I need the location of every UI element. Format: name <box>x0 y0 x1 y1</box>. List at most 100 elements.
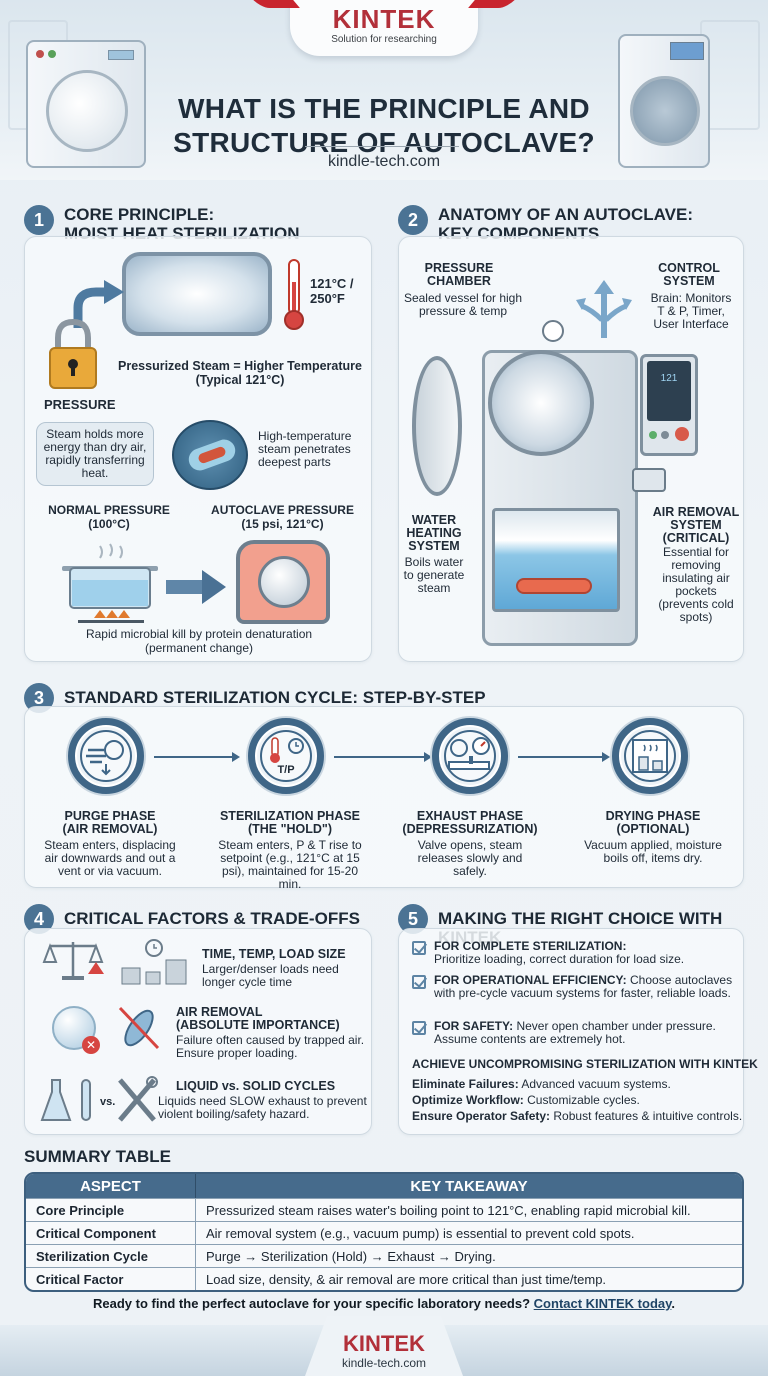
component-desc: Essential for removing insulating air po… <box>658 545 734 624</box>
section-title-line1: ANATOMY OF AN AUTOCLAVE: <box>438 205 693 224</box>
footer-logo-tab <box>305 1316 463 1376</box>
normal-pressure-value: (100°C) <box>88 517 130 531</box>
footer-site-url[interactable]: kindle-tech.com <box>341 1356 427 1370</box>
component-desc: Brain: Monitors T & P, Timer, User Inter… <box>650 291 732 331</box>
steam-vent-arrows-icon <box>576 280 632 338</box>
steam-energy-text: Steam holds more energy than dry air, ra… <box>43 427 147 480</box>
step-title: EXHAUST PHASE(DEPRESSURIZATION) <box>402 809 538 836</box>
step-desc: Vacuum applied, moisture boils off, item… <box>584 838 722 865</box>
tools-icon <box>118 1076 158 1122</box>
checkbox-icon <box>412 975 426 989</box>
site-url[interactable]: kindle-tech.com <box>327 153 441 170</box>
section-title: STANDARD STERILIZATION CYCLE: STEP-BY-ST… <box>64 688 486 707</box>
component-desc: Boils water to generate steam <box>403 555 465 595</box>
factor-title: TIME, TEMP, LOAD SIZE <box>202 947 346 961</box>
padlock-icon <box>49 318 97 389</box>
penetration-text: High-temperature steam penetrates deepes… <box>258 429 352 469</box>
contact-link[interactable]: Contact KINTEK today <box>533 1296 672 1311</box>
crossed-bacteria-icon <box>118 1006 160 1050</box>
flask-tube-icon <box>40 1079 91 1121</box>
takeaway-cell: Purge → Sterilization (Hold) → Exhaust →… <box>196 1244 742 1267</box>
brand-logo[interactable]: KINTEK <box>332 4 436 34</box>
balance-scale-icon <box>42 942 104 980</box>
steam-purge-icon <box>80 730 132 782</box>
checkbox-icon <box>412 941 426 955</box>
column-header: KEY TAKEAWAY <box>196 1174 742 1198</box>
takeaway-cell: Air removal system (e.g., vacuum pump) i… <box>196 1221 742 1244</box>
step-title: PURGE PHASE(AIR REMOVAL) <box>62 809 158 836</box>
section-number-badge: 2 <box>398 205 428 235</box>
table-row: Critical Component Air removal system (e… <box>26 1221 742 1244</box>
cycle-arrow <box>334 752 432 762</box>
logo-tab: KINTEK Solution for researching <box>290 0 478 56</box>
step-desc: Steam enters, P & T rise to setpoint (e.… <box>218 838 362 891</box>
aspect-cell: Critical Factor <box>26 1267 196 1290</box>
aspect-cell: Core Principle <box>26 1198 196 1221</box>
thermometer-icon <box>284 259 304 330</box>
header: KINTEK Solution for researching WHAT IS … <box>0 0 768 180</box>
vs-label: vs. <box>100 1096 116 1108</box>
benefit-item: Ensure Operator Safety: Robust features … <box>412 1109 743 1123</box>
component-desc: Sealed vessel for high pressure & temp <box>403 291 523 318</box>
factor-desc: Larger/denser loads need longer cycle ti… <box>202 962 339 989</box>
step-title: STERILIZATION PHASE(THE "HOLD") <box>219 809 361 836</box>
cycle-step-icon <box>432 718 508 794</box>
summary-title: SUMMARY TABLE <box>24 1147 172 1166</box>
factor-title: AIR REMOVAL(ABSOLUTE IMPORTANCE) <box>176 1005 340 1032</box>
steam-chamber <box>488 350 594 456</box>
benefit-item: Optimize Workflow: Customizable cycles. <box>412 1093 640 1107</box>
microbial-kill-line2: (permanent change) <box>144 641 254 655</box>
cycle-step-icon <box>68 718 144 794</box>
column-header: ASPECT <box>26 1174 196 1198</box>
section-5-panel <box>398 928 744 1135</box>
air-removal-pump <box>632 468 666 492</box>
factor-desc: Liquids need SLOW exhaust to prevent vio… <box>158 1094 367 1121</box>
boiling-pot-icon <box>62 543 158 623</box>
valve-gauge-icon <box>444 730 496 782</box>
temperature-label: 121°C / 250°F <box>310 276 354 306</box>
aspect-cell: Critical Component <box>26 1221 196 1244</box>
step-desc: Valve opens, steam releases slowly and s… <box>417 838 523 878</box>
checklist-item: FOR SAFETY: Never open chamber under pre… <box>412 1020 742 1046</box>
call-to-action: Ready to find the perfect autoclave for … <box>92 1296 676 1311</box>
section-title: CRITICAL FACTORS & TRADE-OFFS <box>64 909 360 928</box>
factor-desc: Failure often caused by trapped air. Ens… <box>176 1033 365 1060</box>
pressurized-chamber-icon <box>236 540 330 624</box>
air-bubble-icon: ✕ <box>52 1006 100 1054</box>
pressure-gauge-icon <box>542 320 564 342</box>
equation-line1: Pressurized Steam = Higher Temperature <box>118 359 362 373</box>
checkbox-icon <box>412 1021 426 1035</box>
autoclave-illustration-right <box>618 34 710 168</box>
error-x-icon: ✕ <box>82 1036 100 1054</box>
equation-line2: (Typical 121°C) <box>195 373 285 387</box>
table-row: Critical Factor Load size, density, & ai… <box>26 1267 742 1290</box>
checklist-item: FOR OPERATIONAL EFFICIENCY: Choose autoc… <box>412 974 742 1000</box>
takeaway-cell: Pressurized steam raises water's boiling… <box>196 1198 742 1221</box>
checklist-item: FOR COMPLETE STERILIZATION:Prioritize lo… <box>412 940 742 966</box>
steam-chamber-icon <box>122 252 272 336</box>
drying-chamber-icon <box>624 730 676 782</box>
page-title: WHAT IS THE PRINCIPLE AND STRUCTURE OF A… <box>173 93 595 158</box>
takeaway-cell: Load size, density, & air removal are mo… <box>196 1267 742 1290</box>
chamber-door <box>412 356 462 496</box>
normal-pressure-title: NORMAL PRESSURE <box>48 503 170 517</box>
cycle-step-icon <box>612 718 688 794</box>
autoclave-pressure-value: (15 psi, 121°C) <box>241 517 324 531</box>
summary-table: ASPECT KEY TAKEAWAY Core Principle Press… <box>24 1172 744 1292</box>
cycle-arrow <box>154 752 240 762</box>
step-desc: Steam enters, displacing air downwards a… <box>44 838 176 878</box>
factor-title: LIQUID vs. SOLID CYCLES <box>176 1079 336 1093</box>
aspect-cell: Sterilization Cycle <box>26 1244 196 1267</box>
footer-brand-logo[interactable]: KINTEK <box>343 1331 425 1356</box>
step-title: DRYING PHASE(OPTIONAL) <box>605 809 701 836</box>
brand-tagline: Solution for researching <box>331 34 437 45</box>
autoclave-illustration-left <box>26 40 146 168</box>
cta-text: Ready to find the perfect autoclave for … <box>92 1296 531 1311</box>
load-timer-icon <box>121 939 187 985</box>
thermometer-timer-icon: T/P <box>260 730 312 782</box>
table-header-row: ASPECT KEY TAKEAWAY <box>26 1174 742 1198</box>
water-reservoir <box>492 508 620 612</box>
control-display: 121 <box>647 361 691 421</box>
